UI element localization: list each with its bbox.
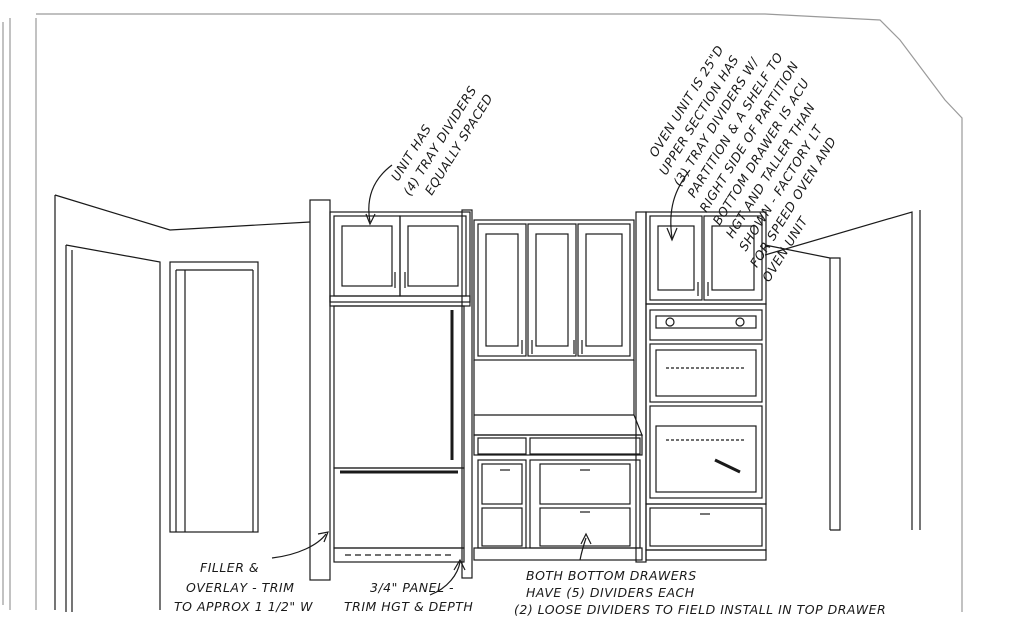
note-line: TO APPROX 1 1/2" W [174, 599, 313, 614]
note-line: FILLER & [200, 560, 259, 575]
center-base-cabinet [473, 414, 643, 561]
right-wall-openings [764, 210, 921, 531]
note-line: (2) LOOSE DIVIDERS TO FIELD INSTALL IN T… [514, 602, 886, 617]
annotation-tray-dividers: UNIT HAS (4) TRAY DIVIDERS EQUALLY SPACE… [388, 83, 496, 198]
note-line: TRIM HGT & DEPTH [344, 599, 473, 614]
annotation-filler: FILLER & OVERLAY - TRIM TO APPROX 1 1/2"… [174, 560, 313, 614]
refrigerator-cabinet [309, 199, 473, 581]
note-line: HAVE (5) DIVIDERS EACH [526, 585, 695, 600]
oven-tower-cabinet [635, 211, 767, 563]
leader-arrows [271, 164, 691, 596]
left-wall-openings [54, 194, 311, 612]
annotation-oven-unit: OVEN UNIT IS 25"D UPPER SECTION HAS (3) … [646, 42, 840, 284]
note-line: BOTH BOTTOM DRAWERS [526, 568, 697, 583]
note-line: 3/4" PANEL - [370, 580, 454, 595]
sheet-border [2, 13, 963, 612]
annotation-drawers: BOTH BOTTOM DRAWERS HAVE (5) DIVIDERS EA… [514, 568, 886, 617]
note-line: OVERLAY - TRIM [186, 580, 294, 595]
annotation-panel: 3/4" PANEL - TRIM HGT & DEPTH [344, 580, 473, 614]
center-wall-cabinets [473, 219, 635, 415]
